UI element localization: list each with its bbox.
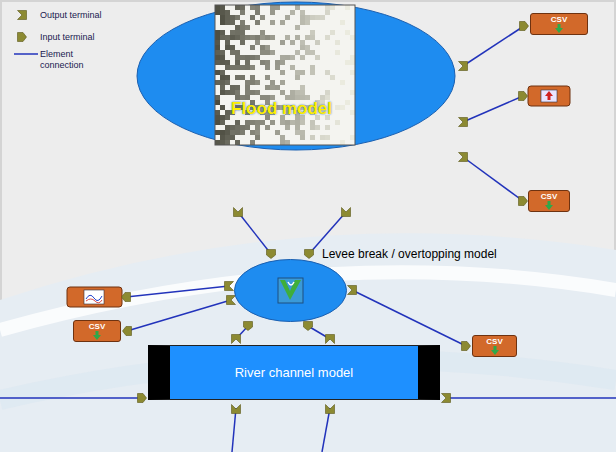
csv-label: CSV xyxy=(486,337,502,346)
levee-ellipse xyxy=(233,258,348,323)
csv-arrow xyxy=(544,201,554,210)
model-ellipse: Flood model xyxy=(135,0,462,152)
element-connection xyxy=(352,290,466,346)
upload-icon xyxy=(528,86,570,106)
csv-output-box: CSV xyxy=(472,335,517,357)
legend-input-sample xyxy=(18,33,27,42)
csv-label: CSV xyxy=(551,15,567,24)
element-connection xyxy=(238,212,271,254)
legend-text: Output terminal xyxy=(40,10,130,21)
csv-arrow xyxy=(554,24,564,33)
model-label: Levee break / overtopping model xyxy=(322,247,497,261)
csv-output-box: CSV xyxy=(73,320,121,342)
legend-line-sample xyxy=(14,53,38,55)
csv-output-box: CSV xyxy=(528,190,570,212)
legend-output-sample xyxy=(18,11,27,20)
csv-arrow xyxy=(490,346,500,355)
model-ellipse: Levee break / overtopping model xyxy=(233,258,348,323)
element-connection xyxy=(127,300,231,331)
csv-arrow xyxy=(92,331,102,340)
model-label: Flood model xyxy=(231,99,332,119)
flood-ellipse xyxy=(135,0,462,152)
csv-output-box: CSV xyxy=(530,13,588,35)
model-label: River channel model xyxy=(235,365,354,380)
legend-text: Element connection xyxy=(40,49,92,71)
element-connection xyxy=(463,157,523,201)
chart-icon xyxy=(67,287,122,307)
channel-box: River channel model xyxy=(148,345,440,400)
csv-label: CSV xyxy=(541,192,557,201)
csv-label: CSV xyxy=(89,322,105,331)
legend-text: Input terminal xyxy=(40,32,130,43)
flood-map xyxy=(215,5,355,145)
element-connection xyxy=(463,26,524,66)
